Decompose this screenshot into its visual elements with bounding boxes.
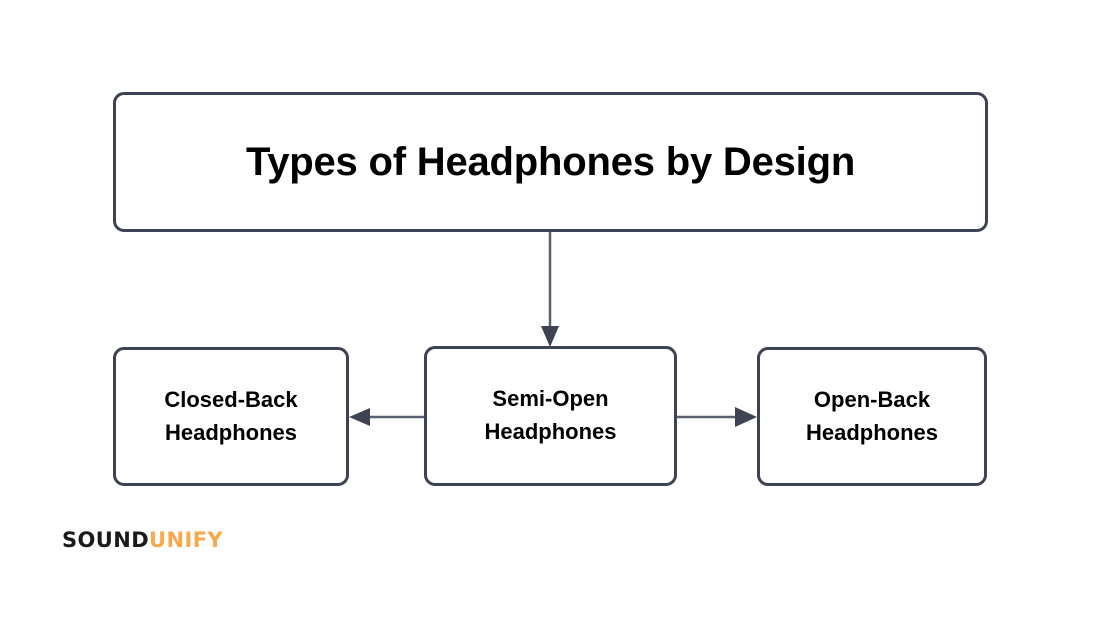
node-semi-open-headphones: Semi-Open Headphones [424, 346, 677, 486]
edge-semi-open-to-closed-back [349, 408, 424, 426]
brand-logo: SOUNDUNIFY [62, 528, 223, 552]
edge-semi-open-to-open-back [677, 407, 757, 427]
page-title: Types of Headphones by Design [245, 139, 856, 184]
diagram-title-box: Types of Headphones by Design [113, 92, 988, 232]
brand-logo-text-primary: SOUND [62, 528, 150, 552]
brand-logo-text-accent: UNIFY [149, 528, 224, 552]
node-open-back-headphones: Open-Back Headphones [757, 347, 987, 486]
edge-title-to-semi-open [541, 232, 559, 347]
node-closed-back-headphones: Closed-Back Headphones [113, 347, 349, 486]
node-label-open-back: Open-Back Headphones [805, 386, 939, 445]
node-label-closed-back: Closed-Back Headphones [164, 386, 298, 445]
node-label-semi-open: Semi-Open Headphones [484, 386, 617, 444]
